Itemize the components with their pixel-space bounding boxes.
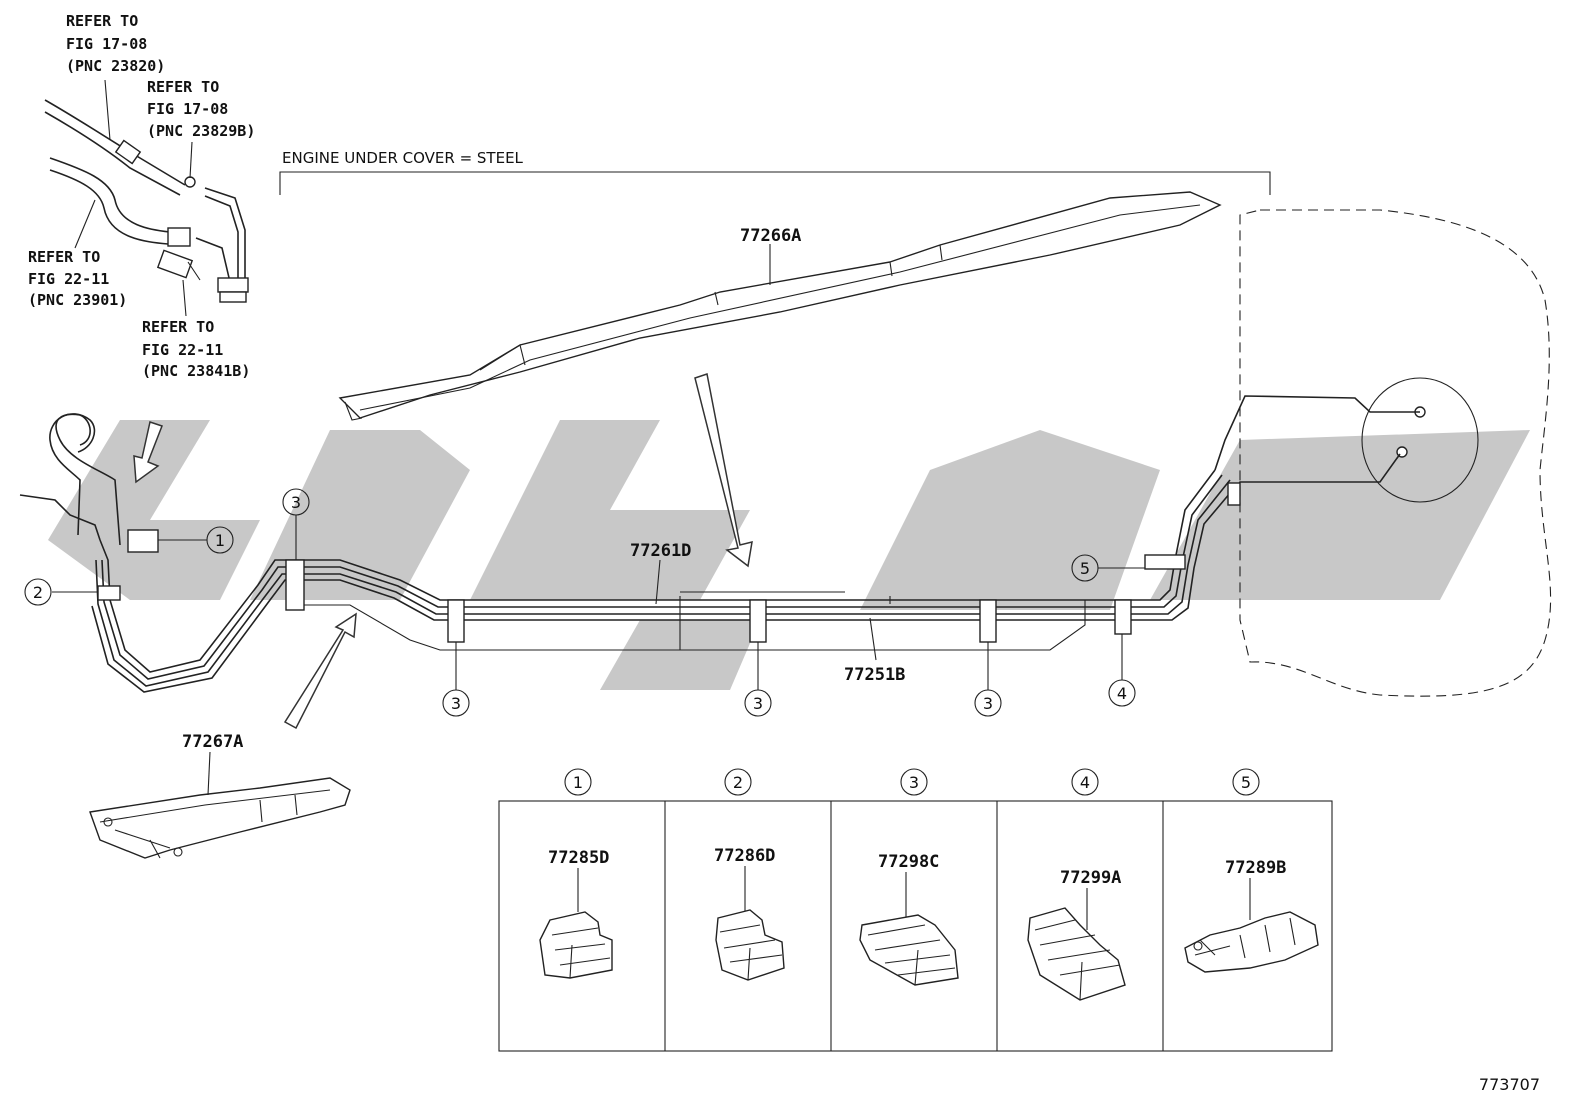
clamp-index-1: 1 <box>573 773 583 792</box>
figure-id: 773707 <box>1479 1075 1540 1094</box>
callout-3-c: 3 <box>744 642 772 717</box>
clamp-part-77289b: 77289B <box>1225 858 1286 878</box>
callout-1: 1 <box>158 526 234 554</box>
svg-text:3: 3 <box>451 694 461 713</box>
fuel-tube-bundle <box>19 413 1237 693</box>
part-number-77267a: 77267A <box>182 732 243 752</box>
callout-2: 2 <box>24 578 98 606</box>
clamp-77286d-icon <box>715 909 785 981</box>
callout-5: 5 <box>1071 554 1145 582</box>
svg-text:2: 2 <box>33 583 43 602</box>
under-cover-upper <box>338 191 1222 421</box>
svg-text:3: 3 <box>983 694 993 713</box>
clamp-77298c-icon <box>859 914 959 986</box>
fuel-tank-outline <box>1239 209 1552 697</box>
svg-text:4: 4 <box>1117 684 1127 703</box>
callout-3-a: 3 <box>282 488 310 560</box>
cover-note: ENGINE UNDER COVER = STEEL <box>282 149 524 167</box>
clamp-part-77298c: 77298C <box>878 852 939 872</box>
reference-hoses <box>44 99 249 303</box>
clamp-index-4: 4 <box>1080 773 1090 792</box>
clamp-index-2: 2 <box>733 773 743 792</box>
callout-4: 4 <box>1108 634 1136 707</box>
reference-pnc-23841b: REFER TO FIG 22-11 (PNC 23841B) <box>142 318 250 380</box>
part-number-77261d: 77261D <box>630 541 691 561</box>
tube-cover-outline <box>300 591 1086 651</box>
clamp-index-5: 5 <box>1241 773 1251 792</box>
callout-3-b: 3 <box>442 642 470 717</box>
clamp-cell-4: 4 77299A <box>1027 768 1126 1001</box>
tank-clip <box>1227 482 1241 506</box>
fuel-pump-flange <box>1361 377 1479 503</box>
watermark-logo <box>48 420 1530 690</box>
part-number-77266a: 77266A <box>740 226 801 246</box>
reference-pnc-23829b: REFER TO FIG 17-08 (PNC 23829B) <box>147 78 255 140</box>
clamp-cell-5: 5 77289B <box>1184 768 1319 973</box>
svg-text:5: 5 <box>1080 559 1090 578</box>
clamp-cell-3: 3 77298C <box>859 768 959 986</box>
svg-text:3: 3 <box>753 694 763 713</box>
clamp-5-marker <box>1144 554 1186 570</box>
clamp-3-marker-d <box>979 599 997 643</box>
clamp-cell-2: 2 77286D <box>714 768 785 981</box>
clamp-part-77299a: 77299A <box>1060 868 1121 888</box>
clamp-table <box>498 800 1333 1052</box>
svg-text:3: 3 <box>291 493 301 512</box>
callout-3-d: 3 <box>974 642 1002 717</box>
clamp-77299a-icon <box>1027 907 1126 1001</box>
under-cover-lower <box>89 777 351 859</box>
clamp-4-marker <box>1114 599 1132 635</box>
clamp-3-marker-a <box>285 559 305 611</box>
clamp-3-marker-b <box>447 599 465 643</box>
cover-bracket <box>279 171 1271 195</box>
arrow-left-down <box>133 421 163 484</box>
clamp-3-marker-c <box>749 599 767 643</box>
svg-text:1: 1 <box>215 531 225 550</box>
clamp-part-77285d: 77285D <box>548 848 609 868</box>
clamp-part-77286d: 77286D <box>714 846 775 866</box>
clamp-index-3: 3 <box>909 773 919 792</box>
clamp-1-marker <box>127 529 159 553</box>
reference-pnc-23901: REFER TO FIG 22-11 (PNC 23901) <box>28 248 127 309</box>
reference-pnc-23820: REFER TO FIG 17-08 (PNC 23820) <box>66 12 165 75</box>
arrow-down-cover <box>694 373 753 568</box>
clamp-cell-1: 1 77285D <box>539 768 613 979</box>
clamp-77285d-icon <box>539 911 613 979</box>
clamp-77289b-icon <box>1184 911 1319 973</box>
arrow-up-lower-cover <box>283 612 357 730</box>
clamp-2-marker <box>97 585 121 601</box>
part-number-77251b: 77251B <box>844 665 905 685</box>
